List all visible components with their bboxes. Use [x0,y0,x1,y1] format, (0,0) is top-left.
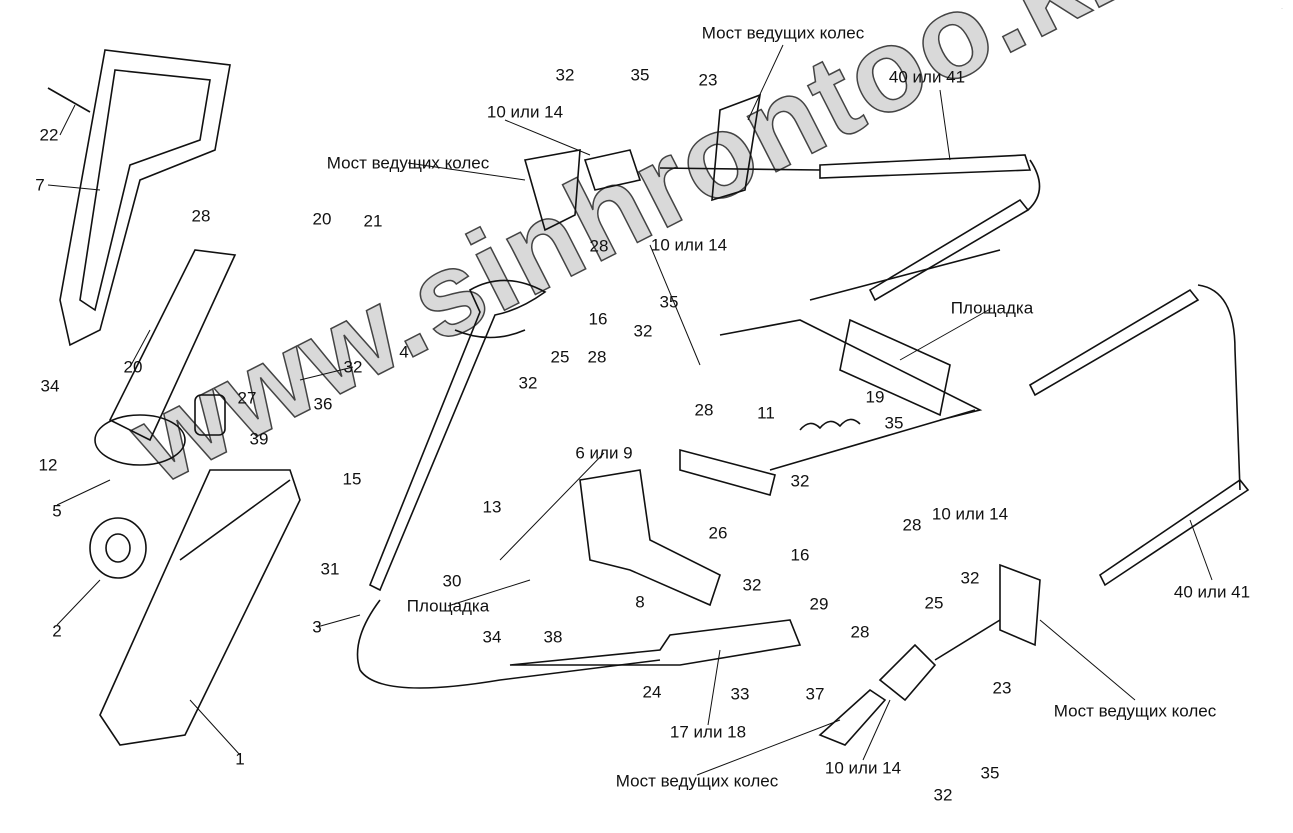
label-28: 28 [850,622,870,642]
label-drive-axle-right: Мост ведущих колес [1053,701,1217,721]
leader-lines [47,44,1213,776]
label-drive-axle-bottom: Мост ведущих колес [615,771,779,791]
label-20: 20 [312,209,332,229]
label-16: 16 [588,309,608,329]
label-drive-axle-left: Мост ведущих колес [326,153,490,173]
label-35: 35 [630,65,650,85]
label-8: 8 [635,592,645,612]
label-platform: Площадка [950,298,1034,318]
label-24: 24 [642,682,662,702]
part-8-bracket [579,469,721,607]
part-39-switch [194,394,226,436]
part-1-housing [99,469,301,746]
part-5-shaft [108,249,237,442]
clevis-bottom [878,643,937,702]
label-25: 25 [550,347,570,367]
part-9-link [679,448,776,496]
label-11: 11 [757,403,775,423]
label-10-14: 10 или 14 [650,235,728,255]
label-35: 35 [884,413,904,433]
label-32: 32 [518,373,538,393]
label-27: 27 [237,388,257,408]
part-3-cable [356,599,661,689]
label-4: 4 [399,342,409,362]
label-29: 29 [809,594,829,614]
label-16: 16 [790,545,810,565]
label-10-14: 10 или 14 [931,504,1009,524]
label-35: 35 [659,292,679,312]
bracket-top-left [523,149,581,232]
label-10-14: 10 или 14 [824,758,902,778]
label-35: 35 [980,763,1000,783]
label-19: 19 [865,387,885,407]
label-5: 5 [52,501,62,521]
part-22-pin [47,87,91,113]
label-32: 32 [790,471,810,491]
label-25: 25 [924,593,944,613]
label-21: 21 [363,211,383,231]
label-10-14: 10 или 14 [486,102,564,122]
label-17-18: 17 или 18 [669,722,747,742]
mount-bracket-top [711,93,762,202]
label-33: 33 [730,684,750,704]
label-28: 28 [589,236,609,256]
label-32: 32 [343,357,363,377]
label-28: 28 [694,400,714,420]
label-26: 26 [708,523,728,543]
label-32: 32 [742,575,762,595]
label-39: 39 [249,429,269,449]
label-7: 7 [35,175,45,195]
frame-lines [719,249,1001,471]
label-34: 34 [482,627,502,647]
label-platform: Площадка [406,596,490,616]
label-15: 15 [342,469,362,489]
part-40-rod-bottom [1098,478,1250,587]
label-32: 32 [555,65,575,85]
label-28: 28 [587,347,607,367]
mount-bracket-bottom [999,563,1041,647]
label-22: 22 [39,125,59,145]
label-12: 12 [38,455,58,475]
part-7-bracket [59,49,231,347]
label-3: 3 [312,617,322,637]
label-34: 34 [40,376,60,396]
part-2-pulley [89,517,147,579]
label-2: 2 [52,621,62,641]
label-6-9: 6 или 9 [575,443,633,463]
part-4-lever [368,279,547,592]
label-1: 1 [235,749,245,769]
part-5-flange [94,414,186,466]
bracket-bottom [818,688,887,746]
label-40-41-top: 40 или 41 [888,67,966,87]
part-40-rod-top [819,154,1032,179]
label-28: 28 [902,515,922,535]
label-23: 23 [698,70,718,90]
part-40-rod-mid [868,198,1030,302]
label-40-41-right: 40 или 41 [1173,582,1251,602]
label-36: 36 [313,394,333,414]
label-32: 32 [933,785,953,805]
label-38: 38 [543,627,563,647]
label-23: 23 [992,678,1012,698]
label-28: 28 [191,206,211,226]
part-19-spring [799,418,861,431]
label-20: 20 [123,357,143,377]
label-32: 32 [633,321,653,341]
corner-mark: · [1281,6,1283,12]
clevis-top [583,149,642,191]
label-31: 31 [320,559,340,579]
part-17-rod [509,619,802,666]
label-37: 37 [805,684,825,704]
label-drive-axle-top: Мост ведущих колес [701,23,865,43]
part-40-rod-right [1028,288,1200,397]
label-13: 13 [482,497,502,517]
platform-plate [839,318,951,417]
label-32: 32 [960,568,980,588]
label-30: 30 [442,571,462,591]
